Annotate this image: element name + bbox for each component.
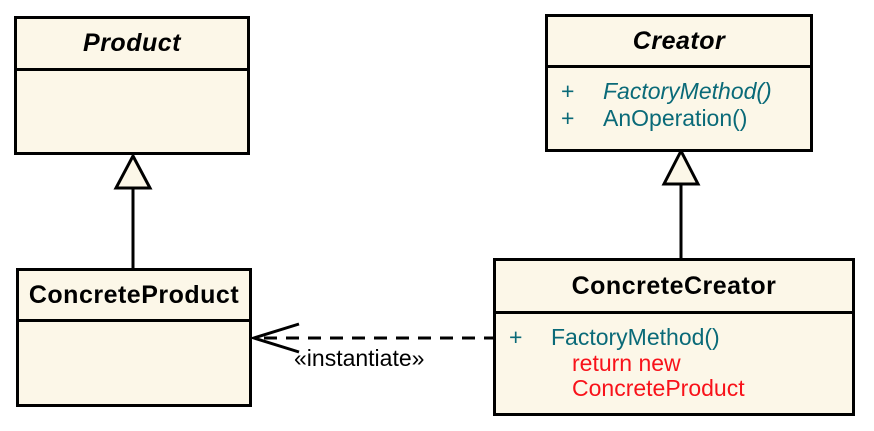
method-visibility: + (561, 78, 575, 104)
method-signature: FactoryMethod() (551, 324, 720, 350)
class-box-concrete-product: ConcreteProduct (16, 268, 252, 407)
instantiate-dependency-arrow (248, 322, 493, 354)
method-signature: AnOperation() (603, 105, 748, 131)
class-name-product: Product (17, 19, 247, 71)
class-name-creator: Creator (548, 17, 810, 68)
method-anoperation: + AnOperation() (548, 105, 810, 132)
class-name-concrete-creator: ConcreteCreator (496, 261, 852, 314)
class-name-concrete-product: ConcreteProduct (19, 271, 249, 322)
class-box-concrete-creator: ConcreteCreator + FactoryMethod() return… (493, 258, 855, 416)
class-box-product: Product (14, 16, 250, 155)
method-visibility: + (509, 324, 523, 350)
class-box-creator: Creator + FactoryMethod() + AnOperation(… (545, 14, 813, 152)
method-factorymethod-abstract: + FactoryMethod() (548, 78, 810, 105)
method-signature: FactoryMethod() (603, 78, 772, 104)
code-note-line-2: ConcreteProduct (572, 375, 745, 401)
method-factorymethod-concrete: + FactoryMethod() (496, 324, 852, 351)
inheritance-arrow-creator (661, 147, 701, 259)
class-body-product (17, 71, 247, 81)
inheritance-arrow-product (113, 152, 153, 269)
method-visibility: + (561, 105, 575, 131)
class-body-concrete-creator: + FactoryMethod() return new ConcretePro… (496, 314, 852, 401)
code-note-line-1: return new (572, 350, 681, 376)
class-body-concrete-product (19, 322, 249, 332)
class-body-creator: + FactoryMethod() + AnOperation() (548, 68, 810, 132)
instantiate-edge-label: «instantiate» (294, 345, 425, 371)
